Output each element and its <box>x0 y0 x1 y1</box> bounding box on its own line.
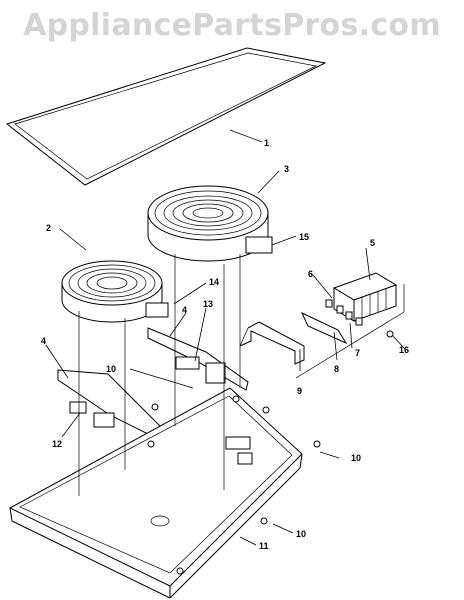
callout-5: 5 <box>370 238 375 248</box>
callout-10-bottom: 10 <box>296 529 306 539</box>
callout-12: 12 <box>52 439 62 449</box>
callout-11: 11 <box>259 541 269 551</box>
callout-4-left: 4 <box>41 336 46 346</box>
part-4-support-bracket-left[interactable] <box>57 369 165 441</box>
callout-16: 16 <box>399 345 409 355</box>
part-8-insulator[interactable] <box>300 311 348 345</box>
part-5-terminal-block[interactable] <box>332 272 398 322</box>
part-6-7-terminal-clips[interactable] <box>325 299 363 326</box>
callout-4-right: 4 <box>182 305 187 315</box>
callout-10-right: 10 <box>351 453 361 463</box>
callout-13: 13 <box>203 299 213 309</box>
callout-7: 7 <box>355 348 360 358</box>
callout-1: 1 <box>264 138 269 148</box>
part-9-bracket[interactable] <box>239 321 305 365</box>
part-1-glass-top[interactable] <box>5 47 327 186</box>
part-2-small-element[interactable] <box>61 260 169 323</box>
callout-9: 9 <box>297 386 302 396</box>
callout-6: 6 <box>308 269 313 279</box>
part-4-support-bracket-right[interactable] <box>147 327 249 391</box>
part-3-large-element[interactable] <box>147 185 273 262</box>
callout-labels: 1 2 3 4 4 5 6 7 8 9 10 10 10 11 12 13 14… <box>41 138 409 551</box>
watermark: AppliancePartsPros.com <box>23 8 441 43</box>
screws <box>147 330 394 575</box>
leader-lines <box>45 129 406 546</box>
callout-15: 15 <box>299 232 309 242</box>
wire-lines <box>78 254 405 496</box>
callout-8: 8 <box>334 364 339 374</box>
part-11-burner-box[interactable] <box>8 387 303 599</box>
callout-10-top: 10 <box>106 364 116 374</box>
callout-3: 3 <box>284 164 289 174</box>
callout-14: 14 <box>209 277 219 287</box>
callout-2: 2 <box>46 223 51 233</box>
